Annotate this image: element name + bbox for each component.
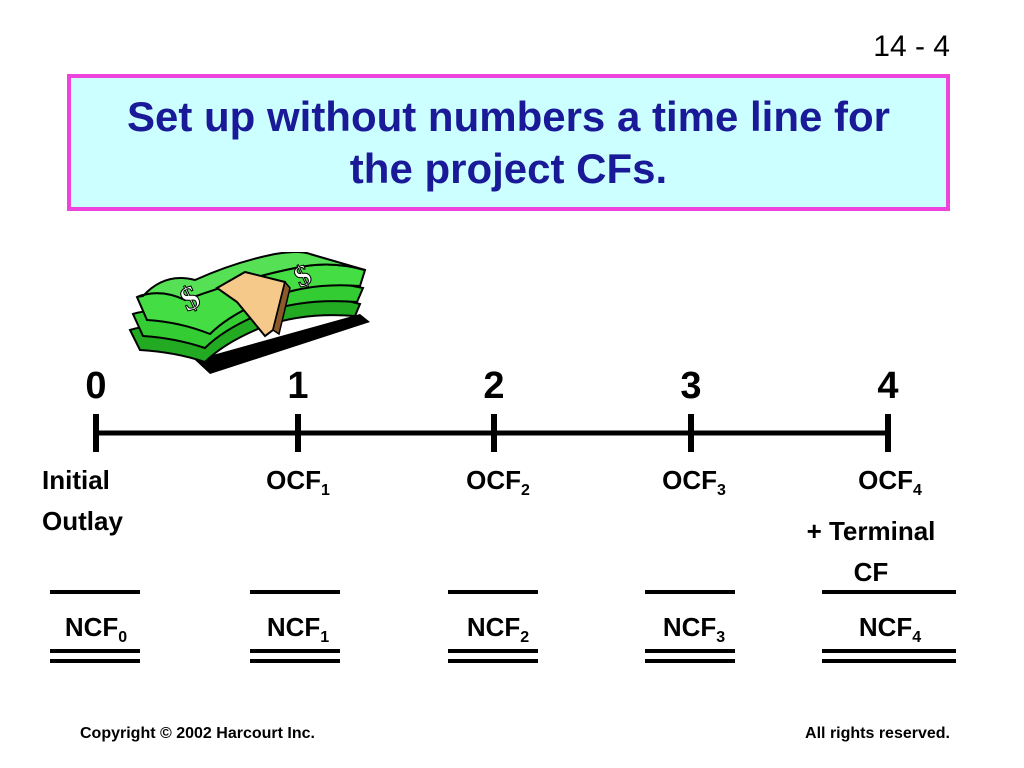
ocf-4: OCF4 [858, 465, 922, 499]
ocf-2: OCF2 [466, 465, 530, 499]
double-rule-4-top [822, 649, 956, 653]
double-rule-2-bottom [448, 659, 538, 663]
ncf-4: NCF4 [858, 612, 922, 646]
double-rule-1-top [250, 649, 340, 653]
double-rule-0-top [50, 649, 140, 653]
ocf-1: OCF1 [266, 465, 330, 499]
ncf-3: NCF3 [662, 612, 726, 646]
money-stack-icon: $ $ [128, 252, 370, 374]
sum-rule-1 [250, 590, 340, 594]
double-rule-1-bottom [250, 659, 340, 663]
slide-number: 14 - 4 [873, 30, 950, 63]
double-rule-3-top [645, 649, 735, 653]
period-0: 0 [85, 365, 107, 407]
double-rule-3-bottom [645, 659, 735, 663]
double-rule-2-top [448, 649, 538, 653]
initial-outlay-line2: Outlay [42, 506, 123, 536]
ncf-1: NCF1 [266, 612, 330, 646]
sum-rule-0 [50, 590, 140, 594]
footer-rights: All rights reserved. [805, 725, 950, 742]
slide-title: Set up without numbers a time line for t… [126, 92, 891, 192]
double-rule-0-bottom [50, 659, 140, 663]
ncf-2: NCF2 [466, 612, 530, 646]
terminal-cf-line2: CF [853, 557, 889, 587]
period-4: 4 [877, 365, 899, 407]
ncf-0: NCF0 [64, 612, 128, 646]
period-2: 2 [483, 365, 505, 407]
period-1: 1 [287, 365, 309, 407]
title-box: Set up without numbers a time line for t… [67, 74, 950, 211]
terminal-cf-line1: + Terminal [806, 516, 936, 546]
initial-outlay-line1: Initial [42, 465, 110, 495]
sum-rule-2 [448, 590, 538, 594]
double-rule-4-bottom [822, 659, 956, 663]
period-3: 3 [680, 365, 702, 407]
sum-rule-3 [645, 590, 735, 594]
sum-rule-4 [822, 590, 956, 594]
ocf-3: OCF3 [662, 465, 726, 499]
footer-copyright: Copyright © 2002 Harcourt Inc. [80, 725, 315, 742]
